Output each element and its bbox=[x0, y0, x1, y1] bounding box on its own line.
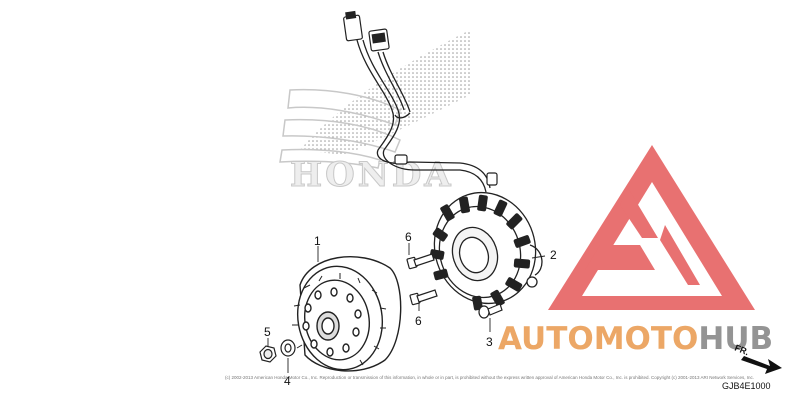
callout-number: 4 bbox=[284, 374, 291, 388]
harness-clip-icon bbox=[394, 154, 498, 186]
callout-number: 6 bbox=[405, 230, 412, 244]
wire-harness bbox=[356, 39, 491, 193]
automotohub-logo: AUTOMOTOHUB bbox=[498, 145, 773, 357]
arrow-right-icon bbox=[741, 356, 782, 374]
leader-lines bbox=[267, 243, 546, 373]
stator bbox=[429, 191, 543, 311]
watermark-text: AUTOMOTOHUB bbox=[498, 321, 773, 357]
wire-connector-icon bbox=[343, 10, 390, 52]
screw bbox=[478, 303, 503, 319]
copyright-notice: (c) 2002-2013 American Honda Motor Co., … bbox=[225, 375, 754, 380]
callout-number: 3 bbox=[486, 335, 493, 349]
callout-number: 1 bbox=[314, 234, 321, 248]
honda-wordmark: HONDA bbox=[290, 155, 454, 195]
honda-wing-icon bbox=[279, 30, 470, 169]
callout-number: 2 bbox=[550, 248, 557, 262]
nut bbox=[259, 345, 277, 363]
callout-number: 6 bbox=[415, 314, 422, 328]
bolt bbox=[406, 253, 435, 270]
callout-number: 5 bbox=[264, 325, 271, 339]
bolt bbox=[409, 289, 438, 306]
washer bbox=[280, 339, 296, 357]
diagram-code: GJB4E1000 bbox=[722, 381, 771, 391]
flywheel bbox=[292, 256, 402, 372]
